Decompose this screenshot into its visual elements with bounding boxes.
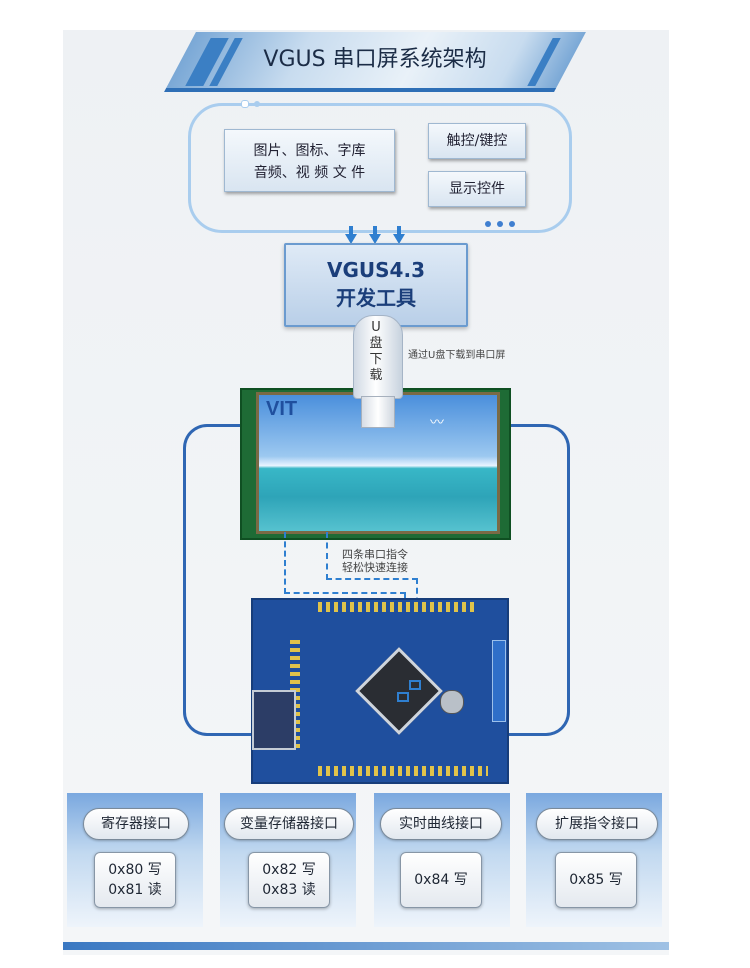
- serial-note-line-1: 四条串口指令: [342, 548, 408, 561]
- usb-label: U 盘 下 载: [364, 320, 388, 384]
- seagull-icon: 〰: [430, 415, 444, 431]
- usb-label-char: U: [371, 320, 381, 335]
- usb-label-char: 下: [369, 352, 383, 367]
- down-arrow-shaft: [349, 226, 353, 234]
- serial-note-line-2: 轻松快速连接: [342, 561, 408, 574]
- media-line-1: 图片、图标、字库: [253, 143, 366, 159]
- down-arrow-shaft: [373, 226, 377, 234]
- variable-memory-interface-label: 变量存储器接口: [224, 808, 354, 840]
- down-arrow-icon: [369, 234, 381, 244]
- serial-port-connector: [252, 690, 296, 750]
- touch-control-label: 触控/键控: [446, 133, 508, 149]
- frame-dot: [497, 221, 503, 227]
- down-arrow-icon: [393, 234, 405, 244]
- extended-write: 0x85 写: [569, 872, 623, 888]
- side-connector: [492, 640, 506, 722]
- left-connector: [183, 424, 256, 736]
- serial-line: [326, 532, 418, 580]
- vgus-dev-tool-box: VGUS4.3 开发工具: [284, 243, 468, 327]
- variable-memory-values: 0x82 写 0x83 读: [248, 852, 330, 908]
- usb-drive-icon: [353, 315, 403, 399]
- serial-note: 四条串口指令 轻松快速连接: [342, 548, 408, 574]
- usb-plug-icon: [361, 396, 395, 428]
- register-values: 0x80 写 0x81 读: [94, 852, 176, 908]
- display-widget-label: 显示控件: [449, 181, 505, 197]
- frame-dot: [485, 221, 491, 227]
- usb-label-char: 盘: [369, 336, 383, 351]
- media-line-2: 音频、视 频 文 件: [253, 165, 366, 181]
- down-arrow-shaft: [397, 226, 401, 234]
- serial-line: [284, 532, 406, 594]
- media-sources-box: 图片、图标、字库 音频、视 频 文 件: [224, 129, 395, 192]
- curve-write: 0x84 写: [414, 872, 468, 888]
- right-connector: [505, 424, 570, 736]
- display-widget-box: 显示控件: [428, 171, 526, 207]
- register-interface-label: 寄存器接口: [83, 808, 189, 840]
- pin-header: [318, 766, 488, 776]
- tool-name: VGUS4.3: [327, 258, 425, 282]
- usb-label-char: 载: [369, 368, 383, 383]
- realtime-curve-interface-label: 实时曲线接口: [380, 808, 502, 840]
- extended-command-interface-label: 扩展指令接口: [536, 808, 658, 840]
- pin-header: [318, 602, 478, 612]
- realtime-curve-values: 0x84 写: [400, 852, 482, 908]
- frame-dot: [254, 101, 260, 107]
- register-write: 0x80 写: [108, 862, 162, 878]
- display-screen: [256, 392, 500, 534]
- extended-command-values: 0x85 写: [555, 852, 637, 908]
- sources-frame: [188, 103, 572, 233]
- frame-dot: [509, 221, 515, 227]
- pin-marker: [409, 680, 421, 690]
- page-title: VGUS 串口屏系统架构: [263, 47, 487, 72]
- pin-marker: [397, 692, 409, 702]
- battery-holder: [440, 690, 464, 714]
- register-read: 0x81 读: [108, 882, 162, 898]
- down-arrow-icon: [345, 234, 357, 244]
- touch-control-box: 触控/键控: [428, 123, 526, 159]
- usb-note: 通过U盘下载到串口屏: [408, 350, 506, 361]
- frame-dot: [241, 100, 249, 108]
- variable-write: 0x82 写: [262, 862, 316, 878]
- screen-logo: VIT: [266, 398, 298, 420]
- variable-read: 0x83 读: [262, 882, 316, 898]
- tool-subtitle: 开发工具: [336, 286, 416, 310]
- bottom-bar: [63, 942, 669, 950]
